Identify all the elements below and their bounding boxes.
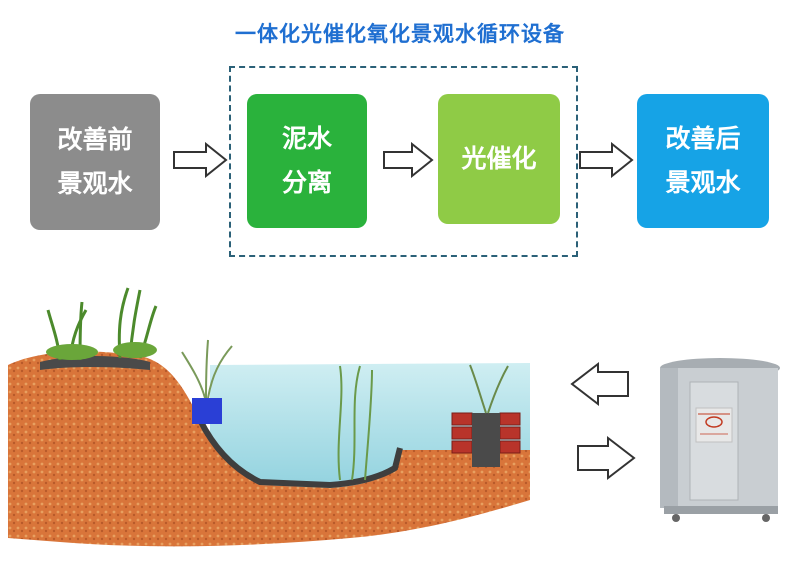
equipment-group-border	[229, 66, 578, 257]
before-line1: 改善前	[57, 125, 133, 155]
after-water-box: 改善后 景观水	[637, 94, 769, 228]
right-arrow-icon	[383, 142, 434, 178]
equipment-cabinet-illustration	[660, 358, 780, 522]
right-arrow-icon	[579, 142, 634, 178]
after-line2: 景观水	[665, 168, 741, 197]
right-arrow-icon	[577, 435, 636, 481]
photocatalysis-line1: 光催化	[461, 144, 537, 174]
left-arrow-icon	[570, 361, 629, 407]
before-water-box: 改善前 景观水	[30, 94, 160, 230]
photocatalysis-box: 光催化	[438, 94, 560, 224]
separation-box: 泥水 分离	[247, 94, 367, 228]
pond-illustration	[8, 287, 780, 547]
before-line2: 景观水	[57, 169, 133, 198]
separation-line2: 分离	[281, 168, 332, 197]
diagram-title: 一体化光催化氧化景观水循环设备	[235, 22, 565, 46]
separation-line1: 泥水	[281, 124, 332, 154]
right-arrow-icon	[173, 142, 228, 178]
after-line1: 改善后	[665, 124, 741, 154]
